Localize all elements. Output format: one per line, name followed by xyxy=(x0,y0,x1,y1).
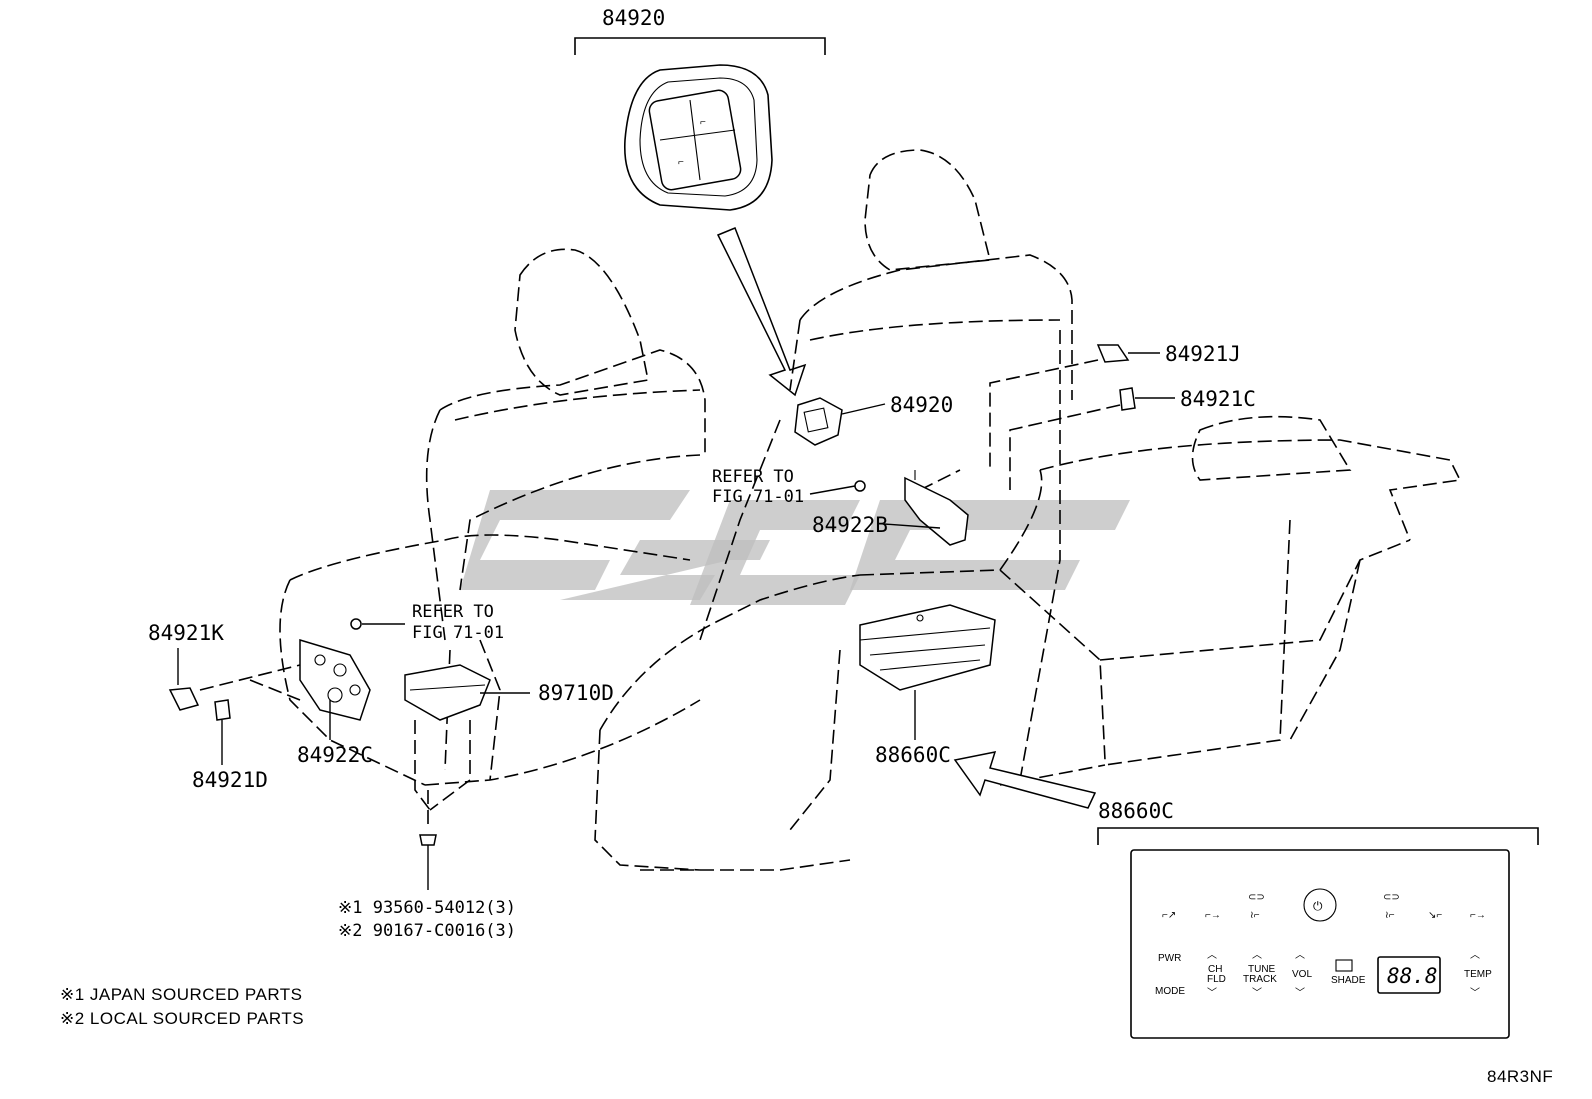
seat-recline-icon: ⌐→ xyxy=(1470,910,1486,921)
seat-heater-icon: ⌐ xyxy=(678,157,684,168)
part-88660C: 88660C xyxy=(859,604,996,767)
refer-lower-line2: FIG 71-01 xyxy=(412,623,504,643)
refer-lower-line1: REFER TO xyxy=(412,602,494,622)
seat-heater-icon: ≀⌐ xyxy=(1385,910,1395,921)
shade-label: SHADE xyxy=(1331,975,1366,986)
arrow-down-icon[interactable]: ﹀ xyxy=(1252,987,1262,999)
arrow-to-84920 xyxy=(716,227,807,397)
temp-label: TEMP xyxy=(1464,969,1492,980)
arrow-up-icon[interactable]: ︿ xyxy=(1295,950,1305,961)
seat-recline-icon: ⌐↗ xyxy=(1162,910,1176,921)
tune-track-control[interactable]: ︿ TUNE TRACK ﹀ xyxy=(1243,950,1277,999)
arrow-down-icon[interactable]: ﹀ xyxy=(1207,987,1217,999)
arrow-up-icon[interactable]: ︿ xyxy=(1252,950,1262,961)
vol-label: VOL xyxy=(1292,969,1312,980)
refer-fig-lower: REFER TO FIG 71-01 xyxy=(350,602,504,643)
clip-icon xyxy=(854,480,866,492)
temp-control[interactable]: ︿ TEMP ﹀ xyxy=(1464,950,1492,999)
fld-label: FLD xyxy=(1207,974,1226,985)
callout-84920: 84920 xyxy=(890,393,953,417)
arrow-down-icon[interactable]: ﹀ xyxy=(1470,987,1480,999)
ch-label: CH xyxy=(1208,964,1222,975)
callout-89710D: 89710D xyxy=(538,681,614,705)
seat-fan-icon: ⊂⊃ xyxy=(1248,892,1265,903)
power-button[interactable] xyxy=(1303,888,1337,922)
display-value: 88.8 xyxy=(1387,964,1438,988)
note-japan-sourced: ※1 JAPAN SOURCED PARTS xyxy=(60,985,303,1004)
pwr-label[interactable]: PWR xyxy=(1158,953,1181,964)
detail-84920: 84920 ⌐ ⌐ xyxy=(574,6,826,211)
lcd-display xyxy=(1377,956,1441,994)
part-84921C: 84921C xyxy=(1009,387,1256,490)
arrow-down-icon[interactable]: ﹀ xyxy=(1295,987,1305,999)
part-89710D: 89710D xyxy=(404,664,614,811)
callout-84921D: 84921D xyxy=(192,768,268,792)
callout-88660C-part: 88660C xyxy=(875,743,951,767)
refer-upper-line2: FIG 71-01 xyxy=(712,487,804,507)
note-local-sourced: ※2 LOCAL SOURCED PARTS xyxy=(60,1009,304,1028)
figure-code: 84R3NF xyxy=(1487,1067,1553,1086)
shade-button[interactable]: SHADE xyxy=(1331,959,1366,986)
clip-icon-lower xyxy=(350,618,362,630)
part-84921D: 84921D xyxy=(192,699,268,792)
arrow-up-icon[interactable]: ︿ xyxy=(1207,950,1217,961)
power-icon: ⏻ xyxy=(1313,899,1323,913)
refer-fig-upper: REFER TO FIG 71-01 xyxy=(712,467,866,507)
part-84921K: 84921K xyxy=(148,621,224,711)
seat-recline-icon: ⌐→ xyxy=(1205,910,1221,921)
track-label: TRACK xyxy=(1243,974,1277,985)
callout-84921C: 84921C xyxy=(1180,387,1256,411)
seat-recline-icon: ↘⌐ xyxy=(1428,910,1442,921)
right-seat-outline xyxy=(594,149,1462,871)
detail-88660C: 88660C ⌐↗ ⌐→ ⊂⊃ ≀⌐ ⏻ ⊂⊃ ≀⌐ ↘⌐ ⌐→ PWR MOD… xyxy=(1097,799,1539,1039)
seat-heater-icon: ≀⌐ xyxy=(1250,910,1260,921)
callout-88660C-detail: 88660C xyxy=(1098,799,1174,823)
seat-recline-icon: ⌐ xyxy=(700,117,706,128)
callout-84920-top: 84920 xyxy=(602,6,665,30)
part-84922B: 84922B xyxy=(812,470,969,546)
ch-fld-control[interactable]: ︿ CH FLD ﹀ xyxy=(1207,950,1226,999)
shade-icon xyxy=(1335,959,1353,972)
callout-84921K: 84921K xyxy=(148,621,224,645)
watermark-logo xyxy=(460,490,1130,605)
callout-84921J: 84921J xyxy=(1165,342,1241,366)
arrow-to-88660C xyxy=(953,751,1097,809)
left-seat-outline xyxy=(279,248,706,786)
part-84921J: 84921J xyxy=(989,342,1241,470)
bolt: ※1 93560-54012(3) ※2 90167-C0016(3) xyxy=(338,790,516,941)
control-panel xyxy=(1130,849,1510,1039)
bolt-part-1: ※1 93560-54012(3) xyxy=(338,898,516,918)
part-84922C: 84922C xyxy=(199,638,373,767)
bolt-part-2: ※2 90167-C0016(3) xyxy=(338,921,516,941)
tune-label: TUNE xyxy=(1248,964,1276,975)
vol-control[interactable]: ︿ VOL ﹀ xyxy=(1292,950,1312,999)
mode-label[interactable]: MODE xyxy=(1155,986,1185,997)
arrow-up-icon[interactable]: ︿ xyxy=(1470,950,1480,961)
callout-84922C: 84922C xyxy=(297,743,373,767)
seat-fan-icon: ⊂⊃ xyxy=(1383,892,1400,903)
refer-upper-line1: REFER TO xyxy=(712,467,794,487)
part-84920: 84920 xyxy=(794,393,953,446)
callout-84922B: 84922B xyxy=(812,513,888,537)
